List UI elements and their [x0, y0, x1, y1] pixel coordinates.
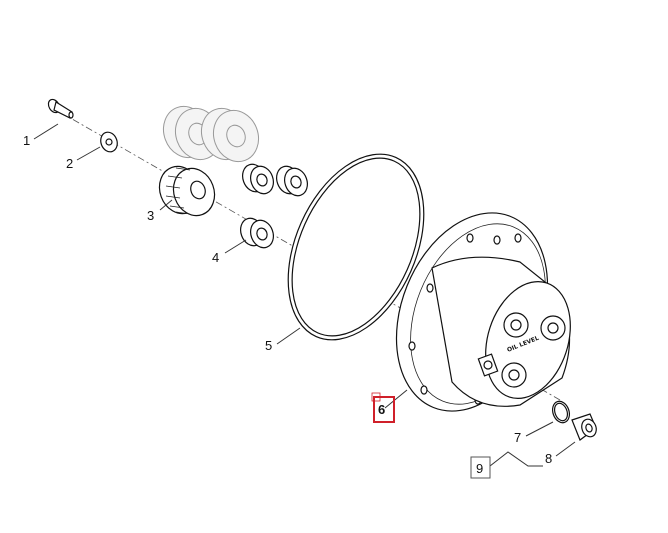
part-seal-ring[interactable]	[550, 399, 573, 425]
callout-5[interactable]: 5	[265, 338, 272, 353]
part-o-ring[interactable]	[261, 133, 450, 361]
callout-4[interactable]: 4	[212, 250, 219, 265]
housing-drain-plug	[477, 353, 499, 377]
callout-2[interactable]: 2	[66, 156, 73, 171]
callout-9[interactable]: 9	[476, 461, 483, 476]
part-planet-gear[interactable]	[153, 161, 221, 222]
housing-port-upper-left	[503, 312, 529, 338]
needle-bearing-a	[242, 163, 274, 195]
callout-3[interactable]: 3	[147, 208, 154, 223]
part-washer[interactable]	[98, 130, 120, 154]
part-bolt[interactable]	[46, 97, 74, 119]
callout-6-highlight[interactable]: 6	[371, 392, 395, 423]
leader-lines	[33, 123, 576, 467]
kit-box	[470, 456, 491, 479]
part-plug[interactable]	[571, 413, 599, 441]
callout-6[interactable]: 6	[378, 402, 385, 417]
callout-8[interactable]: 8	[545, 451, 552, 466]
callout-9-kit[interactable]: 9	[470, 456, 491, 479]
housing-port-lower	[501, 362, 527, 388]
highlight-corner	[371, 392, 381, 402]
part-housing[interactable]: OIL LEVEL	[369, 190, 585, 433]
planet-gear-ghost-group	[162, 105, 260, 163]
callout-1[interactable]: 1	[23, 133, 30, 148]
housing-port-upper-right	[540, 315, 566, 341]
planet-gear-ghost-2	[200, 107, 260, 163]
needle-bearing-b	[276, 165, 308, 197]
highlight-box	[373, 396, 395, 423]
part-needle-bearing[interactable]	[237, 215, 277, 251]
needle-bearing-pair	[242, 163, 308, 197]
callout-7[interactable]: 7	[514, 430, 521, 445]
